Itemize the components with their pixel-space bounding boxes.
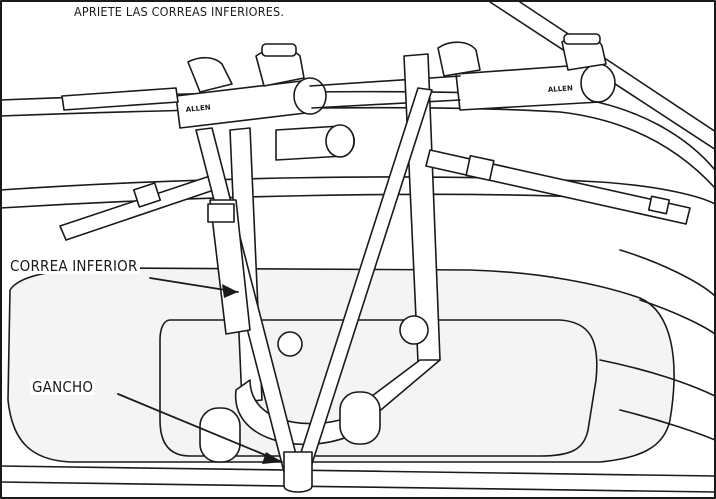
- arrowhead-hook: [262, 452, 282, 464]
- brand-mark-right: ALLEN: [548, 84, 574, 94]
- callout-lower-strap: CORREA INFERIOR: [8, 257, 140, 275]
- brand-mark-left: ALLEN: [185, 103, 211, 114]
- bike-cradles: [187, 33, 607, 93]
- straps: [59, 87, 691, 493]
- callout-hook: GANCHO: [30, 378, 96, 396]
- arrowhead-strap: [222, 284, 238, 298]
- instruction-text: APRIETE LAS CORREAS INFERIORES.: [74, 4, 285, 19]
